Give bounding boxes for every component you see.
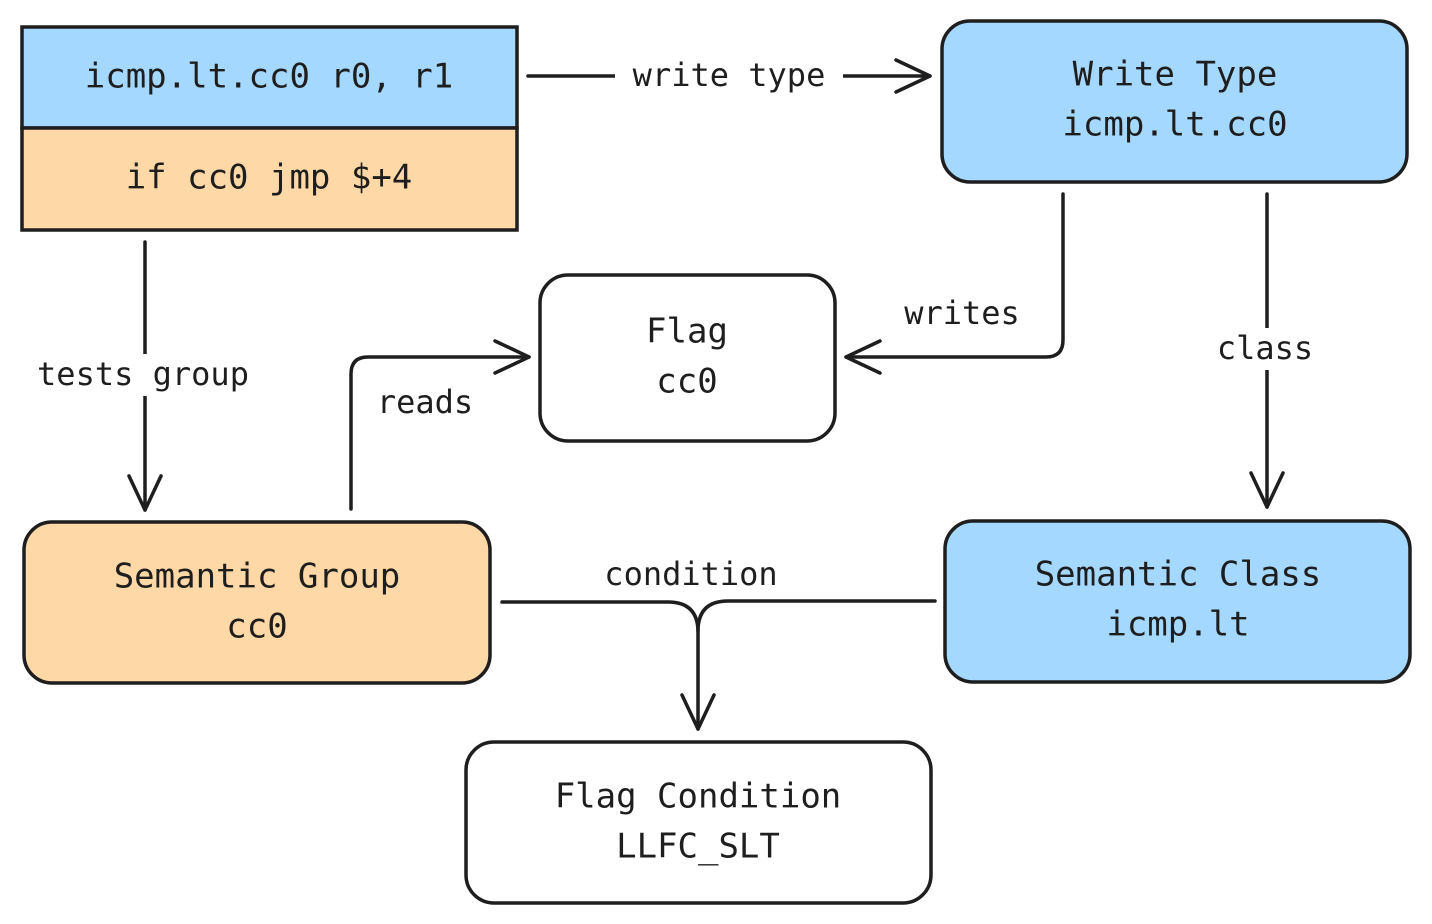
edge-write-type-label: write type — [633, 56, 826, 94]
semantic-group-value: cc0 — [226, 607, 287, 647]
edge-class-label: class — [1217, 329, 1313, 367]
flag-condition-node[interactable]: Flag Condition LLFC_SLT — [464, 740, 933, 905]
edge-condition: condition — [500, 555, 937, 731]
edge-class: class — [1205, 192, 1325, 509]
edge-writes-label: writes — [904, 294, 1020, 332]
semantic-group-node[interactable]: Semantic Group cc0 — [22, 520, 492, 685]
flag-condition-title: Flag Condition — [555, 777, 842, 817]
edge-tests-group-label: tests group — [37, 355, 249, 393]
edge-writes: writes — [844, 192, 1065, 375]
write-type-title: Write Type — [1073, 55, 1278, 95]
semantic-class-title: Semantic Class — [1035, 555, 1322, 595]
flag-node[interactable]: Flag cc0 — [538, 273, 837, 443]
flag-condition-value: LLFC_SLT — [616, 827, 780, 867]
edge-tests-group: tests group — [20, 240, 268, 512]
instruction-line1-band — [20, 25, 519, 130]
instruction-node[interactable]: icmp.lt.cc0 r0, r1 if cc0 jmp $+4 — [20, 25, 519, 232]
edge-write-type: write type — [526, 56, 932, 96]
write-type-node[interactable]: Write Type icmp.lt.cc0 — [940, 19, 1409, 184]
edge-reads-label: reads — [377, 383, 473, 421]
semantic-group-title: Semantic Group — [114, 557, 401, 597]
edge-reads: reads — [349, 339, 531, 511]
flag-title: Flag — [646, 312, 728, 352]
write-type-value: icmp.lt.cc0 — [1062, 105, 1287, 145]
edge-condition-label: condition — [604, 555, 777, 593]
semantic-class-node[interactable]: Semantic Class icmp.lt — [943, 519, 1412, 684]
instruction-line2-band — [20, 126, 519, 232]
semantic-class-value: icmp.lt — [1106, 605, 1249, 645]
instruction-line2-text: if cc0 jmp $+4 — [126, 158, 413, 198]
instruction-line1-text: icmp.lt.cc0 r0, r1 — [85, 57, 453, 97]
flag-value: cc0 — [656, 362, 717, 402]
